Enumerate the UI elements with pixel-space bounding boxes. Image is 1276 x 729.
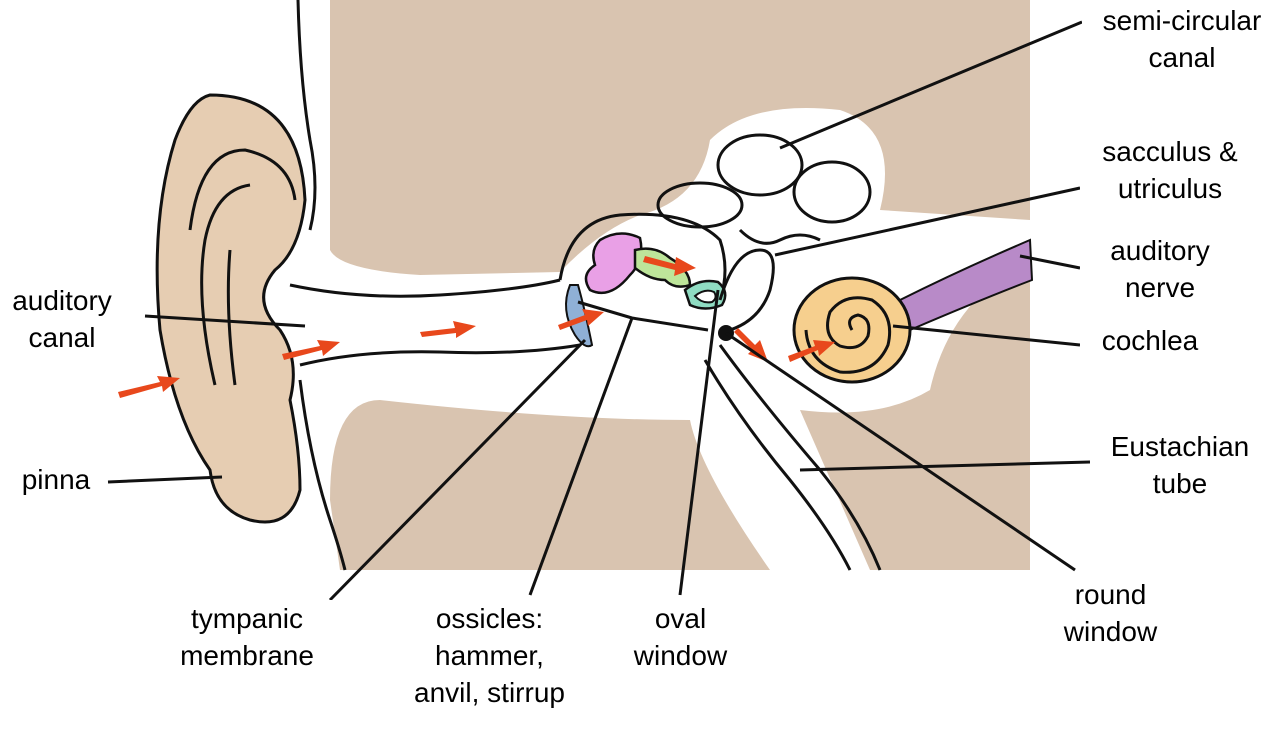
sound-arrows	[118, 256, 835, 398]
label-line: Eustachian	[1110, 431, 1250, 462]
label-line: oval	[654, 603, 707, 634]
label-line: sacculus &	[1102, 136, 1238, 167]
label-cochlea: cochlea	[1080, 322, 1220, 359]
label-line: ossicles:	[435, 603, 544, 634]
label-line: round	[1074, 579, 1147, 610]
label-line: nerve	[1124, 272, 1196, 303]
label-oval-window: oval window	[618, 600, 743, 674]
label-tympanic-membrane: tympanic membrane	[162, 600, 332, 674]
neck-outline	[298, 379, 347, 571]
pinna-antihelix-inner	[226, 249, 237, 386]
leader-cochlea	[892, 324, 1081, 347]
eustachian-tube-lower	[703, 359, 852, 571]
sound-arrow	[558, 309, 604, 330]
label-semi-circular-canal: semi-circular canal	[1082, 2, 1276, 76]
label-sacculus-utriculus: sacculus & utriculus	[1080, 133, 1260, 207]
auditory-nerve-shape	[898, 238, 1034, 332]
label-line: auditory	[12, 285, 112, 316]
label-line: anvil, stirrup	[414, 677, 565, 708]
inner-ear-outline	[718, 248, 775, 332]
leader-lines	[107, 20, 1091, 602]
label-pinna: pinna	[6, 461, 106, 498]
label-auditory-canal: auditory canal	[0, 282, 124, 356]
sound-arrow	[118, 376, 180, 398]
leader-tympanic-membrane	[328, 338, 587, 602]
leader-auditory-canal	[144, 314, 306, 328]
sound-arrow	[734, 328, 768, 362]
semicircular-canal-right	[792, 160, 872, 224]
leader-semi-circular-canal	[779, 20, 1083, 150]
label-auditory-nerve: auditory nerve	[1080, 232, 1240, 306]
sound-arrow	[788, 340, 835, 362]
label-round-window: round window	[1048, 576, 1173, 650]
leader-eustachian-tube	[799, 460, 1091, 472]
semicircular-canal-left	[656, 181, 744, 229]
leader-round-window	[725, 331, 1076, 572]
leader-sacculus-utriculus	[774, 186, 1081, 257]
label-eustachian-tube: Eustachian tube	[1090, 428, 1270, 502]
sound-arrow	[643, 256, 696, 276]
label-line: canal	[1148, 42, 1216, 73]
label-line: utriculus	[1117, 173, 1223, 204]
sound-arrow	[420, 321, 476, 338]
sound-arrow	[282, 340, 340, 360]
semicircular-canal-top	[716, 133, 804, 197]
tympanic-membrane-shape	[565, 284, 594, 348]
label-line: window	[633, 640, 728, 671]
label-line: window	[1063, 616, 1158, 647]
label-line: membrane	[180, 640, 314, 671]
pinna-antihelix	[200, 183, 251, 386]
pinna-helix	[188, 148, 297, 231]
label-line: auditory	[1110, 235, 1210, 266]
cochlea-spiral	[804, 296, 892, 374]
stirrup-inner	[693, 289, 717, 304]
label-line: canal	[28, 322, 96, 353]
label-line: cochlea	[1101, 325, 1199, 356]
label-line: semi-circular	[1102, 5, 1262, 36]
leader-auditory-nerve	[1019, 254, 1081, 270]
canal-lower-wall	[299, 343, 581, 367]
label-line: tube	[1152, 468, 1208, 499]
hammer-shape	[584, 232, 643, 295]
label-line: hammer,	[435, 640, 544, 671]
canal-upper-wall	[289, 278, 561, 298]
leader-pinna	[107, 475, 223, 484]
label-line: tympanic	[190, 603, 304, 634]
label-ossicles: ossicles: hammer, anvil, stirrup	[377, 600, 602, 711]
leader-ossicles	[528, 317, 634, 596]
vestibule-outline	[738, 228, 821, 245]
leader-oval-window	[678, 289, 720, 596]
head-outline	[296, 0, 317, 231]
label-line: pinna	[21, 464, 91, 495]
